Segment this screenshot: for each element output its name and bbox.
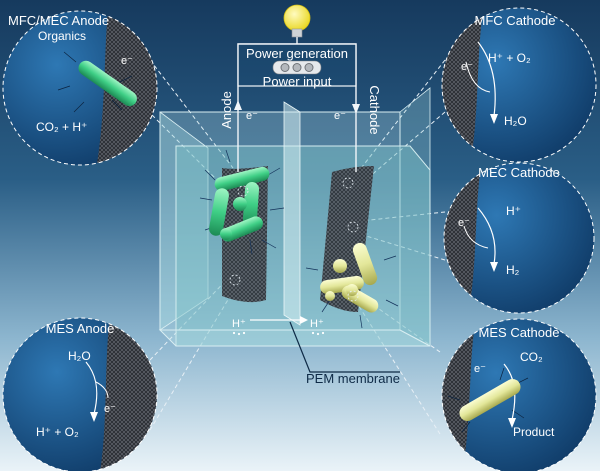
- cathode-label: Cathode: [367, 85, 382, 134]
- mfc-cathode-reactants: H⁺ + O₂: [488, 51, 531, 65]
- electrode-markers: [229, 177, 359, 302]
- mfc-mec-anode-organics: Organics: [38, 29, 86, 43]
- power-input-icon: [272, 60, 322, 75]
- mes-anode-circle: [2, 317, 158, 471]
- mes-cathode-circle: [441, 318, 597, 471]
- mec-cathode-circle: [443, 162, 595, 314]
- reactor-tank: [158, 87, 431, 347]
- mfc-cathode-electron: e⁻: [461, 61, 473, 73]
- pem-membrane-label: PEM membrane: [306, 371, 400, 386]
- electron-right-label: e⁻: [334, 110, 346, 122]
- anode-bacteria: [199, 149, 285, 255]
- mfc-mec-anode-products: CO₂ + H⁺: [36, 120, 87, 134]
- light-bulb-icon: [283, 4, 311, 44]
- proton-left-label: H⁺: [232, 318, 246, 330]
- mfc-cathode-product: H₂O: [504, 114, 527, 128]
- proton-right-label: H⁺: [310, 318, 324, 330]
- mes-anode-title: MES Anode: [46, 321, 115, 336]
- pem-pointer: [289, 321, 400, 373]
- mec-cathode-reactant: H⁺: [506, 204, 521, 218]
- pem-membrane: [283, 101, 301, 326]
- mes-anode-electron: e⁻: [104, 403, 116, 415]
- cathode-bacteria: [305, 242, 399, 329]
- mec-cathode-title: MEC Cathode: [478, 165, 560, 180]
- mfc-mec-anode-electron: e⁻: [121, 55, 133, 67]
- mfc-mec-anode-circle: [2, 10, 158, 166]
- mes-anode-reactant: H₂O: [68, 349, 91, 363]
- mes-cathode-electron: e⁻: [474, 363, 486, 375]
- electron-left-label: e⁻: [246, 110, 258, 122]
- power-input-label: Power input: [263, 74, 332, 89]
- mec-cathode-electron: e⁻: [458, 217, 470, 229]
- mfc-mec-anode-title: MFC/MEC Anode: [8, 13, 109, 28]
- cathode-electrode: [320, 166, 374, 312]
- mec-cathode-product: H₂: [506, 263, 520, 277]
- mes-cathode-title: MES Cathode: [479, 325, 560, 340]
- mes-cathode-product: Product: [513, 425, 555, 439]
- proton-transfer: H⁺ H⁺: [232, 316, 325, 336]
- mfc-cathode-circle: [441, 7, 597, 163]
- mes-anode-products: H⁺ + O₂: [36, 425, 79, 439]
- anode-label: Anode: [219, 91, 234, 129]
- mes-cathode-reactant: CO₂: [520, 350, 543, 364]
- power-generation-label: Power generation: [246, 46, 348, 61]
- mfc-cathode-title: MFC Cathode: [475, 13, 556, 28]
